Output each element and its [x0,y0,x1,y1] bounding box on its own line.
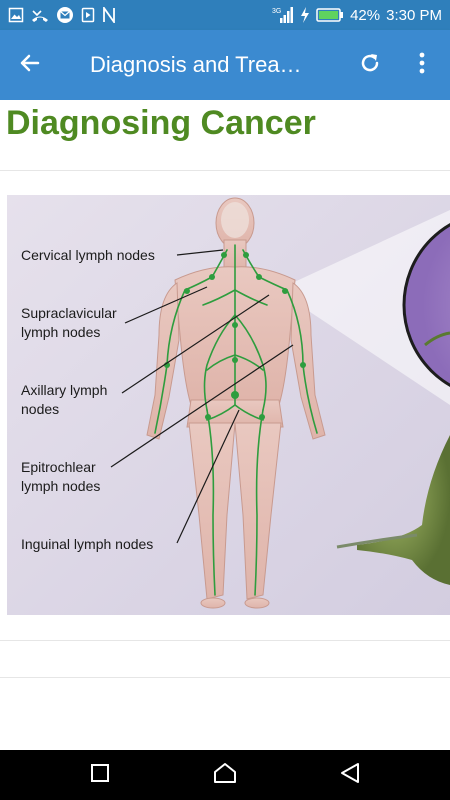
label-axillary-line1: Axillary lymph [21,382,108,398]
message-icon [56,6,74,24]
n-icon [102,7,116,23]
clock: 3:30 PM [386,6,442,24]
label-cervical-lymph-nodes: Cervical lymph nodes [21,247,155,263]
home-icon [213,762,237,789]
label-epitrochlear-line1: Epitrochlear [21,459,96,475]
triangle-back-icon [340,762,360,789]
more-options-button[interactable] [402,30,442,100]
figure-divider [0,640,450,641]
charging-icon [300,7,310,23]
label-epitrochlear-line2: lymph nodes [21,478,101,494]
battery-icon [316,8,344,22]
cast-icon [81,7,95,23]
system-navigation-bar [0,750,450,800]
refresh-button[interactable] [348,30,392,100]
image-icon [8,7,24,23]
refresh-icon [358,51,382,80]
battery-percent: 42% [350,6,381,24]
app-bar: Diagnosis and Trea… [0,30,450,100]
recent-apps-button[interactable] [70,750,130,800]
label-axillary-line2: nodes [21,401,60,417]
label-inguinal-lymph-nodes: Inguinal lymph nodes [21,536,154,552]
label-supraclavicular-line1: Supraclavicular [21,305,117,321]
status-bar: 3G 42% 3:30 PM [0,0,450,30]
lymph-nodes-figure-art [7,195,450,615]
label-supraclavicular-line2: lymph nodes [21,324,101,340]
bottom-divider [0,677,450,678]
page-title: Diagnosis and Trea… [90,52,302,77]
signal-icon: 3G [272,6,294,24]
square-icon [90,763,110,788]
notification-icons [8,6,116,24]
article-heading: Diagnosing Cancer [6,104,316,142]
back-button[interactable] [0,30,60,100]
arrow-back-icon [18,51,42,80]
network-type: 3G [272,8,281,15]
missed-call-icon [31,7,49,23]
lymph-nodes-illustration: Cervical lymph nodes Supraclavicular lym… [7,195,450,615]
back-nav-button[interactable] [320,750,380,800]
home-button[interactable] [195,750,255,800]
article-content[interactable]: Diagnosing Cancer [0,100,450,750]
more-vert-icon [418,51,426,80]
heading-divider [0,170,450,171]
